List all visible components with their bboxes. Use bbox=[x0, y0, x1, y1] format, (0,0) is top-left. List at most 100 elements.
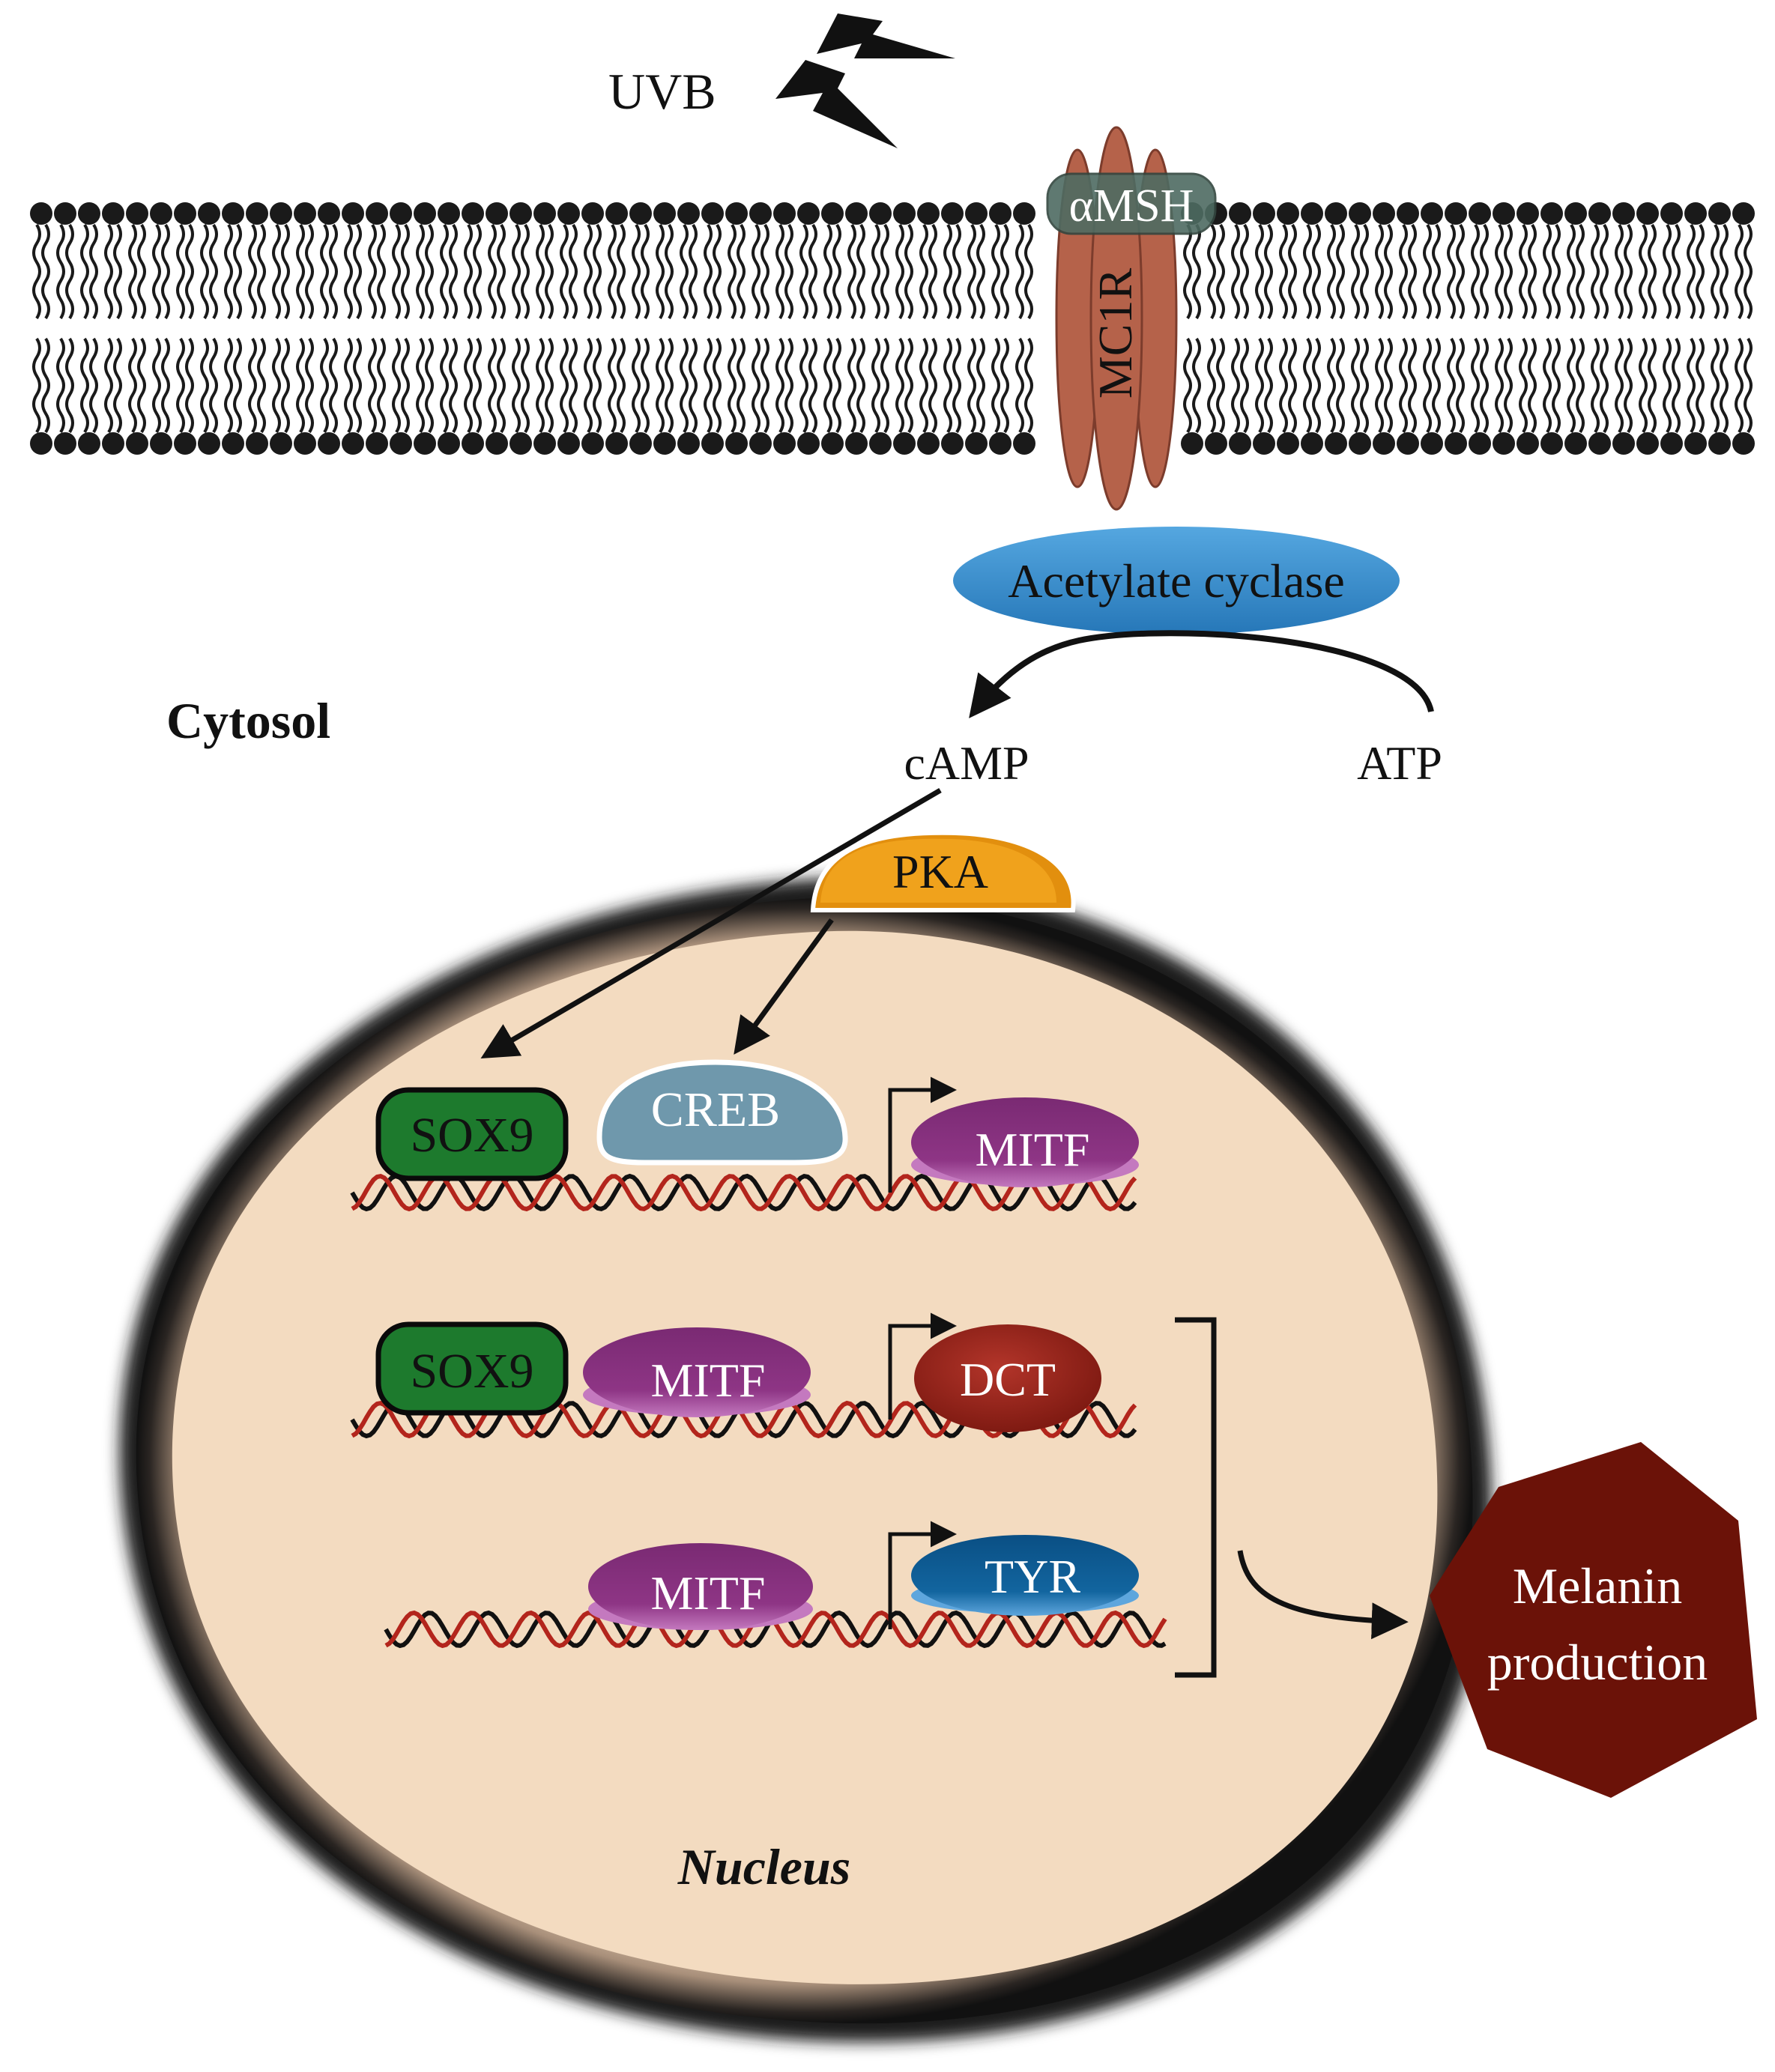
lipid-head bbox=[701, 202, 724, 225]
lipid-head bbox=[797, 432, 820, 455]
lipid-head bbox=[1469, 202, 1491, 225]
lipid-tail bbox=[952, 223, 961, 320]
lipid-tail bbox=[1015, 337, 1024, 434]
atp-label: ATP bbox=[1357, 736, 1442, 790]
lipid-head bbox=[821, 202, 844, 225]
lipid-tail bbox=[1231, 223, 1240, 320]
target-genes-bracket bbox=[1175, 1317, 1217, 1678]
lipid-tail bbox=[728, 337, 737, 434]
lipid-head bbox=[1301, 202, 1323, 225]
to-melanin-arrow bbox=[1237, 1550, 1409, 1640]
lipid-head bbox=[1540, 432, 1563, 455]
lipid-head bbox=[557, 202, 580, 225]
lipid-head bbox=[509, 202, 532, 225]
lipid-tail bbox=[89, 337, 98, 434]
lipid-head bbox=[773, 432, 796, 455]
lipid-tail bbox=[56, 337, 65, 434]
lipid-tail bbox=[1591, 337, 1600, 434]
lipid-tail bbox=[497, 223, 506, 320]
lipid-head bbox=[1708, 432, 1731, 455]
lipid-tail bbox=[1744, 337, 1753, 434]
lipid-tail bbox=[784, 337, 793, 434]
lipid-tail bbox=[137, 223, 146, 320]
lipid-tail bbox=[823, 223, 832, 320]
lipid-tail bbox=[1303, 337, 1312, 434]
lipid-head bbox=[1013, 202, 1035, 225]
lipid-tail bbox=[1720, 337, 1729, 434]
lipid-tail bbox=[401, 337, 410, 434]
alpha-msh-label: αMSH bbox=[1069, 181, 1194, 231]
pka-kinase bbox=[810, 830, 1076, 912]
lipid-tail bbox=[608, 223, 617, 320]
lipid-head bbox=[1564, 202, 1587, 225]
lipid-tail bbox=[680, 223, 689, 320]
lipid-tail bbox=[296, 223, 305, 320]
lipid-head bbox=[1588, 432, 1611, 455]
lipid-tail bbox=[991, 337, 1000, 434]
lipid-head bbox=[1253, 202, 1275, 225]
lipid-head bbox=[1469, 432, 1491, 455]
lipid-tail bbox=[296, 337, 305, 434]
lipid-head bbox=[1445, 202, 1467, 225]
lipid-tail bbox=[1375, 337, 1384, 434]
dna-backbone-strand bbox=[351, 1173, 1137, 1212]
lipid-head bbox=[390, 432, 412, 455]
lipid-head bbox=[797, 202, 820, 225]
lipid-head bbox=[150, 202, 172, 225]
lipid-tail bbox=[545, 337, 554, 434]
lipid-tail bbox=[1351, 223, 1360, 320]
lipid-tail bbox=[200, 337, 209, 434]
lipid-tail bbox=[1519, 337, 1528, 434]
lipid-tail bbox=[808, 337, 817, 434]
lipid-tail bbox=[1663, 337, 1672, 434]
lipid-head bbox=[54, 432, 76, 455]
lipid-head bbox=[749, 432, 772, 455]
lipid-head bbox=[462, 432, 484, 455]
lipid-tail bbox=[401, 223, 410, 320]
lipid-tail bbox=[689, 223, 698, 320]
lipid-head bbox=[1636, 202, 1659, 225]
lipid-head bbox=[533, 432, 556, 455]
lipid-head bbox=[1013, 432, 1035, 455]
lipid-head bbox=[677, 202, 700, 225]
lipid-head bbox=[438, 432, 460, 455]
lipid-head bbox=[869, 202, 892, 225]
lipid-tail bbox=[943, 223, 952, 320]
lipid-tail bbox=[976, 337, 985, 434]
lipid-tail bbox=[1432, 223, 1441, 320]
sox9-factor-row2 bbox=[375, 1321, 569, 1416]
lipid-head bbox=[1660, 432, 1683, 455]
lipid-head bbox=[1684, 432, 1707, 455]
lipid-tail bbox=[680, 337, 689, 434]
promoter-arrow-tyr bbox=[888, 1521, 957, 1629]
lipid-head bbox=[581, 432, 604, 455]
lipid-tail bbox=[1408, 337, 1417, 434]
dct-gene-product bbox=[914, 1324, 1101, 1432]
lipid-head bbox=[677, 432, 700, 455]
lipid-tail bbox=[967, 223, 976, 320]
lipid-tail bbox=[880, 337, 889, 434]
lipid-head bbox=[1564, 432, 1587, 455]
lipid-head bbox=[1517, 202, 1539, 225]
lipid-head bbox=[605, 432, 628, 455]
lipid-head bbox=[438, 202, 460, 225]
lipid-head bbox=[1277, 432, 1299, 455]
lipid-head bbox=[294, 432, 316, 455]
lipid-tail bbox=[856, 337, 865, 434]
lipid-tail bbox=[1192, 223, 1201, 320]
creb-label: CREB bbox=[651, 1082, 780, 1137]
lipid-head bbox=[174, 432, 196, 455]
mitf-label-row3: MITF bbox=[651, 1566, 766, 1620]
lipid-head bbox=[1612, 202, 1635, 225]
lipid-tail bbox=[425, 337, 434, 434]
lipid-head bbox=[1445, 432, 1467, 455]
lipid-head bbox=[917, 202, 940, 225]
lipid-tail bbox=[233, 337, 242, 434]
lipid-tail bbox=[775, 223, 784, 320]
lipid-tail bbox=[1624, 223, 1633, 320]
lipid-tail bbox=[593, 337, 602, 434]
lipid-head bbox=[54, 202, 76, 225]
lipid-head bbox=[318, 432, 340, 455]
lipid-tail bbox=[1711, 223, 1720, 320]
cytosol-label: Cytosol bbox=[166, 692, 330, 749]
